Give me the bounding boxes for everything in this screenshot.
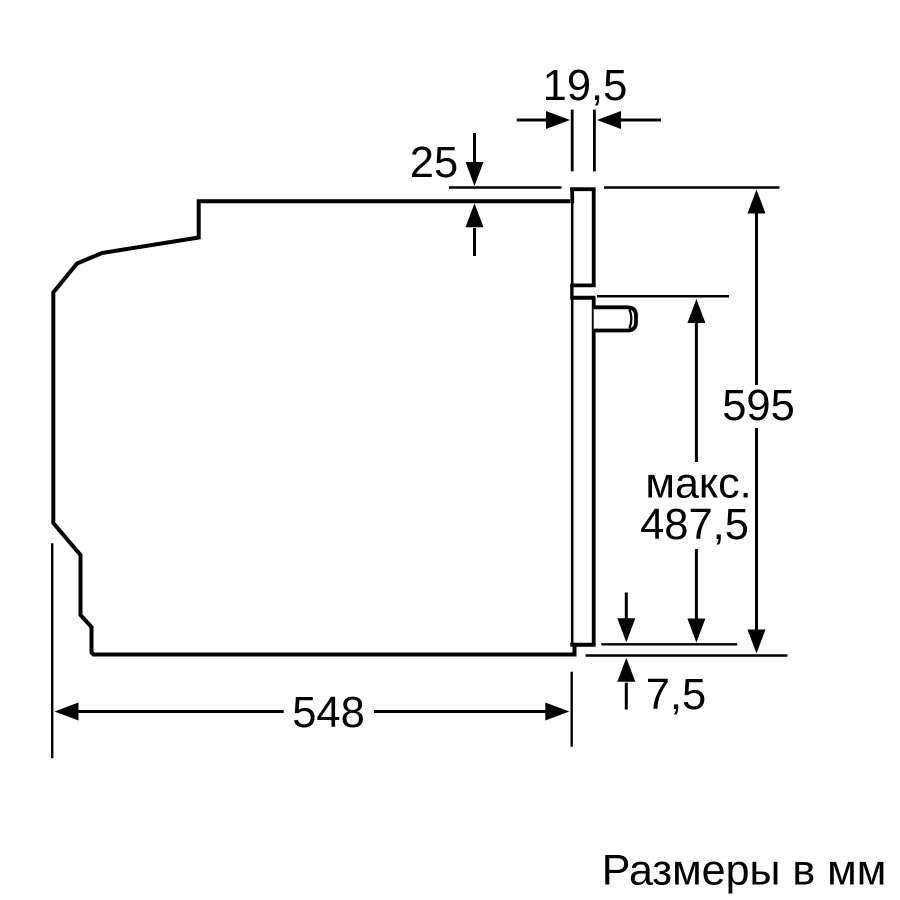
- svg-text:25: 25: [410, 139, 458, 187]
- svg-text:595: 595: [722, 382, 795, 430]
- svg-text:макс.: макс.: [645, 460, 751, 508]
- svg-text:548: 548: [292, 689, 365, 737]
- svg-text:487,5: 487,5: [640, 501, 749, 549]
- svg-text:19,5: 19,5: [543, 62, 628, 110]
- svg-text:7,5: 7,5: [646, 671, 706, 719]
- svg-text:Размеры в мм: Размеры в мм: [602, 847, 887, 895]
